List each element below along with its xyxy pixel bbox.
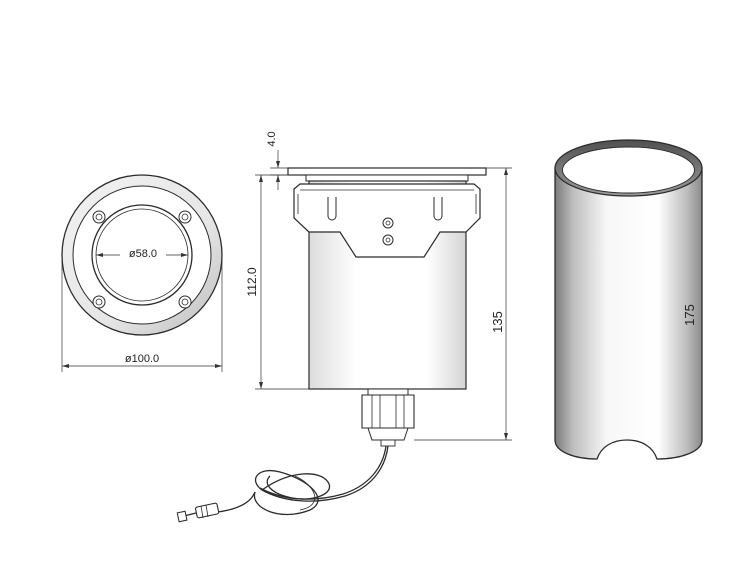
cover-thickness-dimension: 4.0 [266,131,306,190]
outer-diameter-dimension: ø100.0 [61,255,223,372]
total-height-dimension: 135 [414,167,512,441]
screw-top-left [92,210,106,224]
bracket-slot-left [327,197,337,221]
body-height-label: 112.0 [245,267,259,296]
sleeve-body [554,167,703,460]
body-height-dimension: 112.0 [245,174,309,390]
sleeve-height-label: 175 [682,304,697,326]
cover-thickness-label: 4.0 [266,131,278,146]
lens-diameter-dimension: ø58.0 [96,245,188,260]
outer-diameter-label: ø100.0 [125,353,159,365]
cover-plate [287,167,487,176]
side-view: 4.0 112.0 135 [176,131,512,523]
mounting-sleeve: 175 [554,139,703,460]
screw-bottom-right [178,295,192,309]
total-height-label: 135 [490,311,505,333]
screw-top-right [178,210,192,224]
screw-bottom-left [92,295,106,309]
bracket-slot-right [433,197,443,221]
cable-gland [361,388,415,447]
power-cable [176,445,389,523]
lens-diameter-label: ø58.0 [129,248,157,260]
front-view: ø58.0 ø100.0 [61,174,223,372]
